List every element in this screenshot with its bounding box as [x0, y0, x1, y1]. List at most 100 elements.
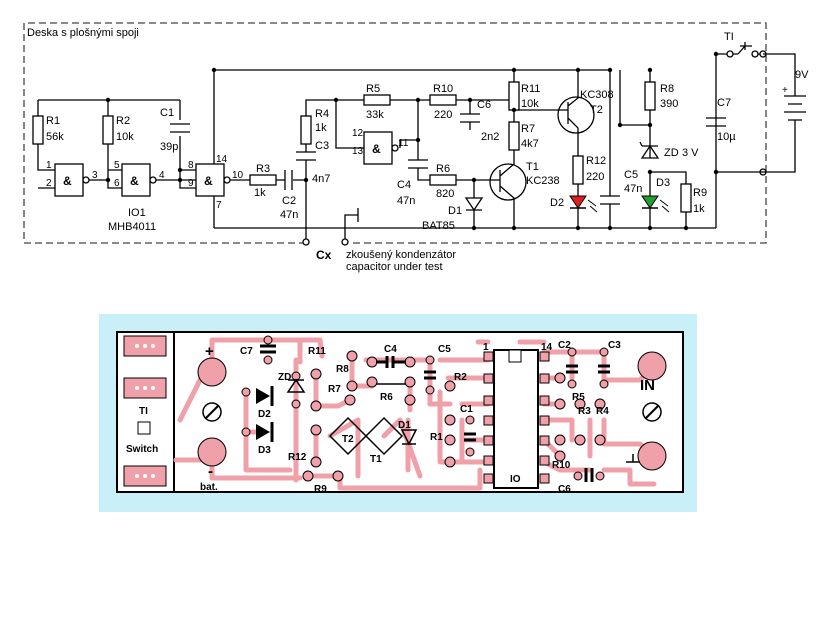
pcb-ref-r2: R2 — [454, 372, 467, 383]
t2-ref: T2 — [590, 104, 603, 116]
supply-label: 9V — [795, 69, 809, 81]
pin-9: 9 — [188, 178, 194, 189]
r9-ref: R9 — [693, 187, 707, 199]
cap-c1 — [170, 123, 190, 133]
pcb-ref-r10: R10 — [552, 460, 571, 471]
r6-ref: R6 — [436, 163, 450, 175]
batt-plus: + — [782, 85, 788, 96]
cap-c4 — [408, 159, 428, 169]
c6-ref: C6 — [477, 99, 491, 111]
pcb-plus: + — [205, 343, 214, 360]
pcb-ref-c1: C1 — [460, 404, 473, 415]
pcb-c1 — [464, 432, 476, 442]
pcb-ref-d1: D1 — [398, 420, 411, 431]
pcb-ref-r7: R7 — [328, 384, 341, 395]
cx-terminal-b — [341, 238, 349, 246]
led-d3-arrows — [659, 199, 670, 213]
r1-ref: R1 — [46, 115, 60, 127]
pin-8: 8 — [188, 160, 194, 171]
cx-label: Cx — [316, 248, 332, 262]
r12-ref: R12 — [586, 155, 606, 167]
pcb-ref-r11: R11 — [308, 346, 326, 357]
pcb-zd — [286, 378, 306, 393]
res-r10 — [429, 94, 457, 106]
gate-1-sym: & — [63, 174, 72, 188]
c4-ref: C4 — [397, 179, 411, 191]
res-r8 — [644, 81, 656, 111]
c7-val: 10µ — [717, 131, 736, 143]
pcb-bat: bat. — [200, 482, 218, 493]
d1-ref: D1 — [448, 205, 462, 217]
pcb-t1 — [364, 416, 404, 456]
t2-leads — [545, 70, 579, 156]
cap-c6 — [460, 113, 480, 123]
pin-4: 4 — [159, 170, 165, 181]
pcb-io: IO — [510, 474, 521, 485]
r2-ref: R2 — [116, 115, 130, 127]
pcb-ref-r3: R3 — [578, 406, 591, 417]
pcb-ref-r6: R6 — [380, 392, 393, 403]
pin-11: 11 — [398, 138, 409, 149]
pin-13: 13 — [352, 146, 364, 157]
r4-ref: R4 — [315, 108, 329, 120]
cx-lead — [344, 208, 359, 239]
pcb-ref-r4: R4 — [596, 406, 609, 417]
t2-val: KC308 — [580, 89, 614, 101]
res-r6 — [429, 174, 457, 186]
t1-val: KC238 — [526, 175, 560, 187]
pcb-ti: TI — [139, 406, 148, 417]
pcb-ref-r9: R9 — [314, 484, 327, 495]
zd-ref: ZD — [664, 147, 679, 159]
pad-plus — [197, 357, 227, 387]
r5-ref: R5 — [366, 83, 380, 95]
schematic — [23, 22, 806, 246]
zener-zd — [639, 141, 660, 159]
gate-2-bubble — [149, 176, 157, 184]
zd-val: 3 V — [682, 147, 699, 159]
t1-ref: T1 — [526, 161, 539, 173]
switch-ti — [737, 42, 766, 55]
ic-pads — [483, 351, 550, 484]
led-d2-arrows — [587, 199, 598, 213]
pcb-c2 — [566, 364, 578, 374]
r11-ref: R11 — [521, 83, 540, 95]
junctions — [105, 51, 719, 231]
transistor-t2 — [557, 96, 595, 134]
gate-wiring — [37, 70, 215, 228]
pcb-ref-c3: C3 — [608, 340, 621, 351]
d3-ref: D3 — [656, 177, 670, 189]
pad-in-top — [637, 351, 667, 381]
led-d3 — [641, 195, 659, 209]
pin-2: 2 — [46, 178, 52, 189]
component-bodies — [260, 344, 610, 482]
pcb-in: IN — [640, 377, 655, 394]
pcb-c3 — [598, 364, 610, 374]
pad-minus — [197, 437, 227, 467]
pcb-c5 — [424, 370, 436, 380]
cap-c7 — [706, 117, 726, 127]
c1-ref: C1 — [160, 107, 174, 119]
pcb-ref-t1: T1 — [370, 454, 382, 465]
c3-ref: C3 — [315, 140, 329, 152]
r4-val: 1k — [315, 122, 327, 134]
pcb-ref-c2: C2 — [558, 340, 571, 351]
pcb-ref-c5: C5 — [438, 344, 451, 355]
r3-ref: R3 — [256, 163, 270, 175]
test-cz: zkoušený kondenzátor — [346, 249, 456, 261]
pin-7: 7 — [216, 200, 222, 211]
c3-val: 4n7 — [312, 173, 330, 185]
r10-ref: R10 — [433, 83, 453, 95]
res-r11 — [508, 81, 520, 111]
cap-c2 — [284, 170, 293, 190]
pcb-c6 — [584, 468, 594, 482]
res-r5 — [363, 94, 391, 106]
pcb-ref-r1: R1 — [430, 432, 443, 443]
c6-val: 2n2 — [481, 131, 499, 143]
cx-terminal-a — [302, 238, 310, 246]
pcb-ref-t2: T2 — [342, 434, 354, 445]
d2-ref: D2 — [550, 197, 564, 209]
d1-val: BAT85 — [422, 220, 455, 232]
res-r1 — [32, 115, 44, 145]
t1-leads — [486, 150, 515, 228]
res-r7 — [508, 121, 520, 151]
